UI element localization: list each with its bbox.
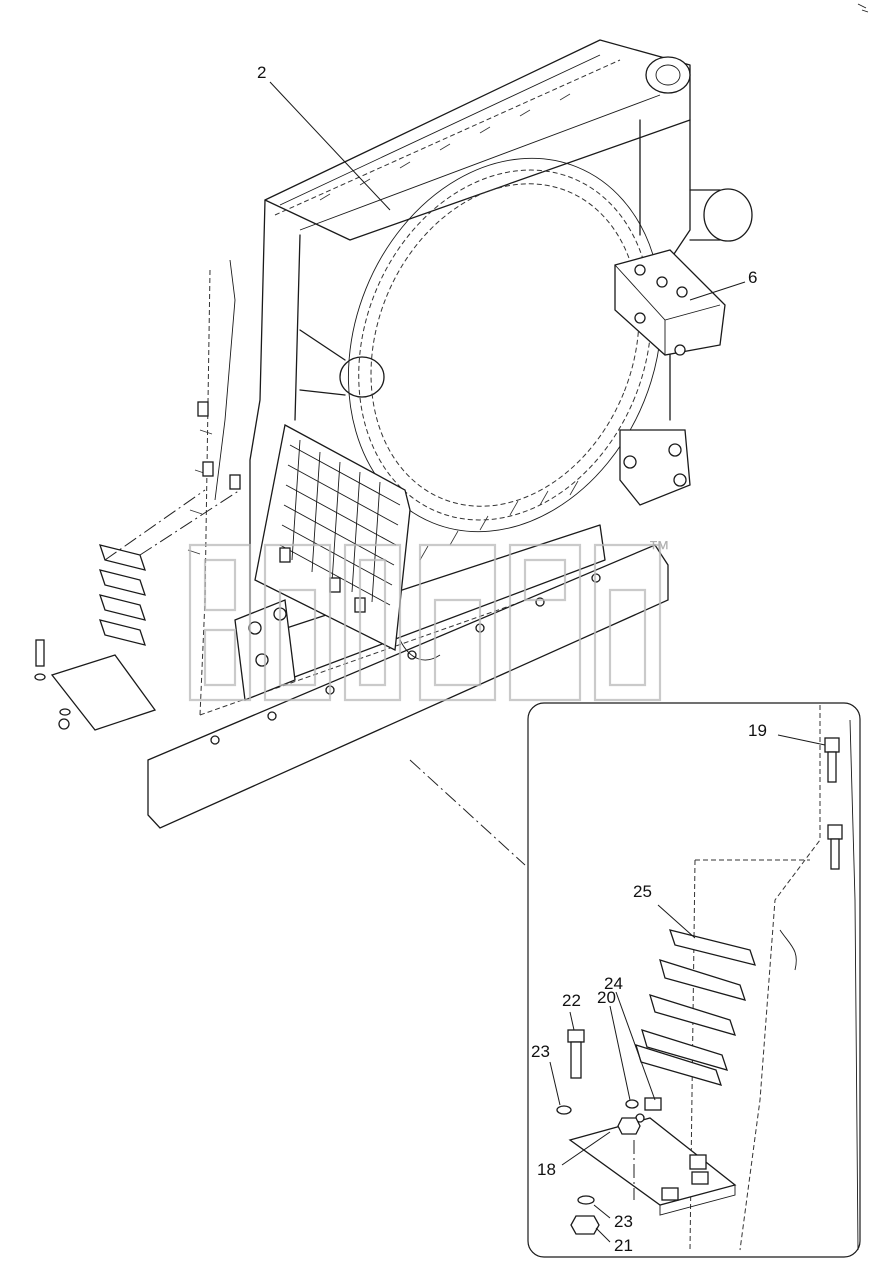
callout-20: 20: [597, 988, 616, 1007]
watermark-logo: ™: [188, 536, 670, 702]
callout-25: 25: [633, 882, 652, 901]
callout-23-lower: 23: [614, 1212, 633, 1231]
callout-6: 6: [748, 268, 757, 287]
bottom-cover-plate: [147, 544, 669, 829]
shim-stack-left: [34, 489, 241, 731]
detail-inset: [527, 702, 861, 1258]
bracket-item-6: [614, 249, 726, 356]
callout-labels: 2 6 19 25 22 20 24 23 18 23 21: [257, 63, 767, 1255]
callout-23-upper: 23: [531, 1042, 550, 1061]
corner-mark: [857, 3, 869, 13]
callout-21: 21: [614, 1236, 633, 1255]
leader-lines: [269, 81, 826, 1243]
centerline-to-detail: [409, 759, 526, 866]
callout-24: 24: [604, 974, 623, 993]
watermark-trademark: ™: [648, 536, 670, 561]
lower-mount-right: [619, 429, 691, 506]
callout-2: 2: [257, 63, 266, 82]
callout-22: 22: [562, 991, 581, 1010]
callout-19: 19: [748, 721, 767, 740]
callout-18: 18: [537, 1160, 556, 1179]
